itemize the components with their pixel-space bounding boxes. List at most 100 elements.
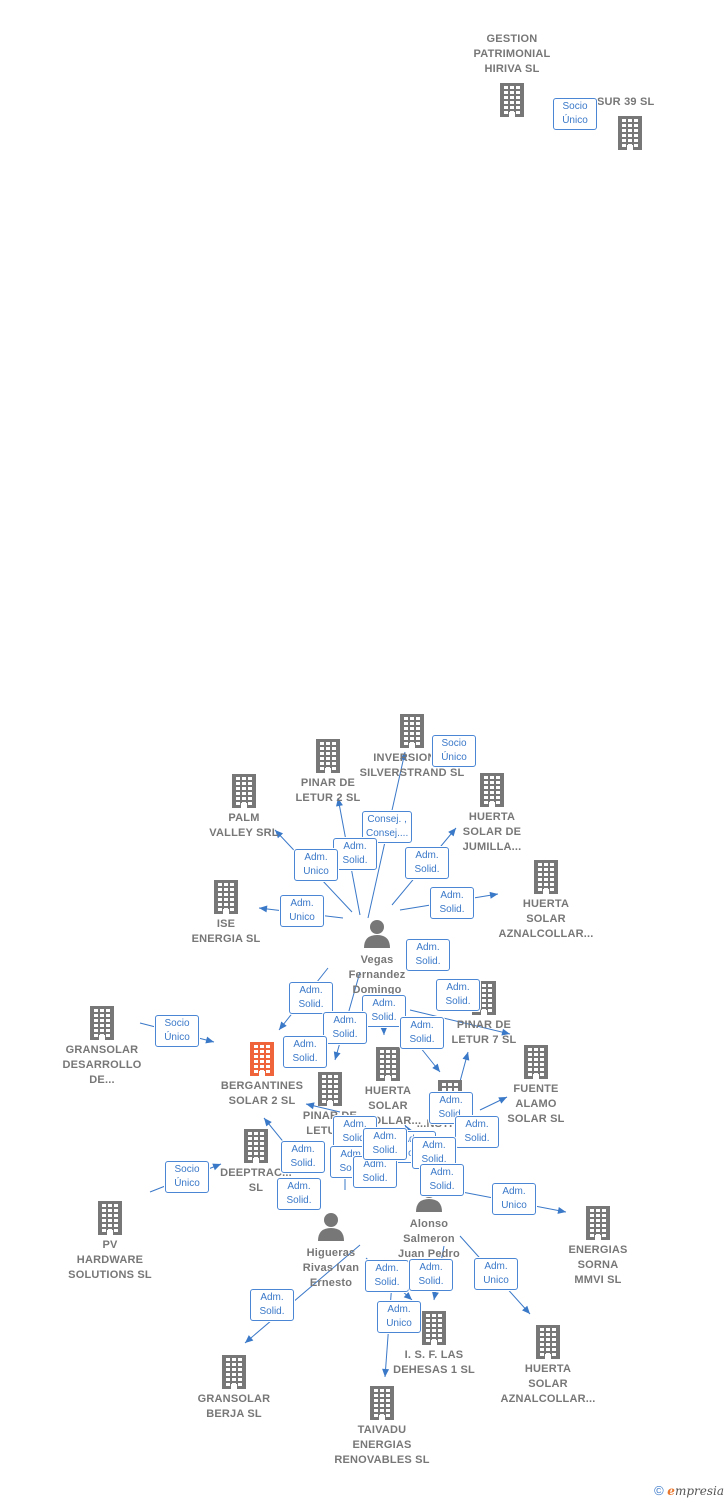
building-icon[interactable] — [419, 1311, 449, 1345]
relation-badge-line: Solid. — [342, 855, 368, 866]
node-label-line: Ernesto — [309, 1277, 353, 1289]
building-icon[interactable] — [497, 83, 527, 117]
relation-badge[interactable]: Adm.Unico — [492, 1183, 536, 1215]
node-label-line: SOLAR SL — [507, 1113, 565, 1125]
relation-badge-line: Unico — [289, 912, 315, 923]
relation-badge[interactable]: Adm.Unico — [294, 849, 338, 881]
building-icon[interactable] — [397, 714, 427, 748]
relation-badge[interactable]: Adm.Solid. — [405, 847, 449, 879]
relation-badge[interactable]: Adm.Unico — [280, 895, 324, 927]
relation-badge[interactable]: Adm.Solid. — [362, 995, 406, 1027]
node-label-line: SOLAR — [528, 1378, 568, 1390]
copyright-symbol: © — [654, 1483, 664, 1498]
building-icon[interactable] — [615, 116, 645, 150]
relation-badge-line: Adm. — [343, 1119, 367, 1130]
node-label-line: MMVI SL — [574, 1274, 622, 1286]
relation-badge[interactable]: Adm.Unico — [377, 1301, 421, 1333]
building-icon[interactable] — [241, 1129, 271, 1163]
node-label-line: RENOVABLES SL — [334, 1454, 430, 1466]
relation-badge[interactable]: Consej. ,Consej.... — [362, 811, 413, 843]
building-icon[interactable] — [87, 1006, 117, 1040]
building-icon[interactable] — [367, 1386, 397, 1420]
relation-badge-line: Solid. — [371, 1012, 397, 1023]
relation-badge[interactable]: Adm.Solid. — [429, 1092, 473, 1124]
relation-badge-line: Socio — [164, 1018, 190, 1029]
relation-badge[interactable]: Adm.Solid. — [323, 1012, 367, 1044]
relation-badge-line: Adm. — [422, 1140, 446, 1151]
building-icon[interactable] — [373, 1047, 403, 1081]
relation-badge[interactable]: Adm.Solid. — [420, 1164, 464, 1196]
relation-badge[interactable]: Adm.Solid. — [289, 982, 333, 1014]
relation-badge[interactable]: Adm.Solid. — [400, 1017, 444, 1049]
building-icon[interactable] — [219, 1355, 249, 1389]
node-label-line: PV — [102, 1239, 118, 1251]
relation-badge[interactable]: Adm.Solid. — [363, 1128, 407, 1160]
brand-footer[interactable]: © empresia — [654, 1483, 724, 1498]
relation-badge[interactable]: Adm.Solid. — [455, 1116, 499, 1148]
person-icon[interactable] — [362, 918, 392, 948]
relation-badge-line: Consej. , — [367, 814, 407, 825]
relation-badge-line: Único — [562, 115, 588, 126]
relation-badge[interactable]: Adm.Solid. — [353, 1156, 397, 1188]
building-icon[interactable] — [229, 774, 259, 808]
building-icon[interactable] — [531, 860, 561, 894]
relation-badge-line: Solid. — [372, 1145, 398, 1156]
building-icon[interactable] — [533, 1325, 563, 1359]
relation-badge-line: Adm. — [416, 942, 440, 953]
relation-badge[interactable]: Adm.Solid. — [250, 1289, 294, 1321]
relation-badge[interactable]: Adm.Solid. — [409, 1259, 453, 1291]
relation-badge[interactable]: Adm.Unico — [474, 1258, 518, 1290]
node-label[interactable]: SUR 39 SL — [597, 95, 654, 110]
building-icon[interactable] — [95, 1201, 125, 1235]
relation-badge[interactable]: Adm.Solid. — [281, 1141, 325, 1173]
relation-badge[interactable]: Adm.Solid. — [277, 1178, 321, 1210]
relation-badge-line: Unico — [303, 866, 329, 877]
building-icon[interactable] — [521, 1045, 551, 1079]
node-label[interactable]: DEEPTRAC...SL — [191, 1166, 321, 1196]
relation-badge[interactable]: Adm.Solid. — [436, 979, 480, 1011]
building-icon[interactable] — [247, 1042, 277, 1076]
arrow-head — [259, 905, 268, 913]
building-icon[interactable] — [313, 739, 343, 773]
relation-badge[interactable]: Adm.Solid. — [406, 939, 450, 971]
relation-badge[interactable]: Adm.Solid. — [283, 1036, 327, 1068]
relation-badge[interactable]: Adm.Solid. — [365, 1260, 409, 1292]
person-icon[interactable] — [316, 1211, 346, 1241]
relation-badge-line: Unico — [386, 1318, 412, 1329]
relation-badge[interactable]: Adm.Solid. — [430, 887, 474, 919]
node-label-line: SOLAR 2 SL — [228, 1095, 296, 1107]
relation-badge-line: Adm. — [410, 1020, 434, 1031]
brand-logo: empresia — [667, 1484, 724, 1498]
building-icon[interactable] — [583, 1206, 613, 1240]
relation-badge-line: Adm. — [415, 850, 439, 861]
arrow-head — [399, 752, 407, 761]
building-icon[interactable] — [315, 1072, 345, 1106]
relation-badge[interactable]: Adm.Solid. — [333, 838, 377, 870]
building-icon[interactable] — [211, 880, 241, 914]
building-icon[interactable] — [477, 773, 507, 807]
